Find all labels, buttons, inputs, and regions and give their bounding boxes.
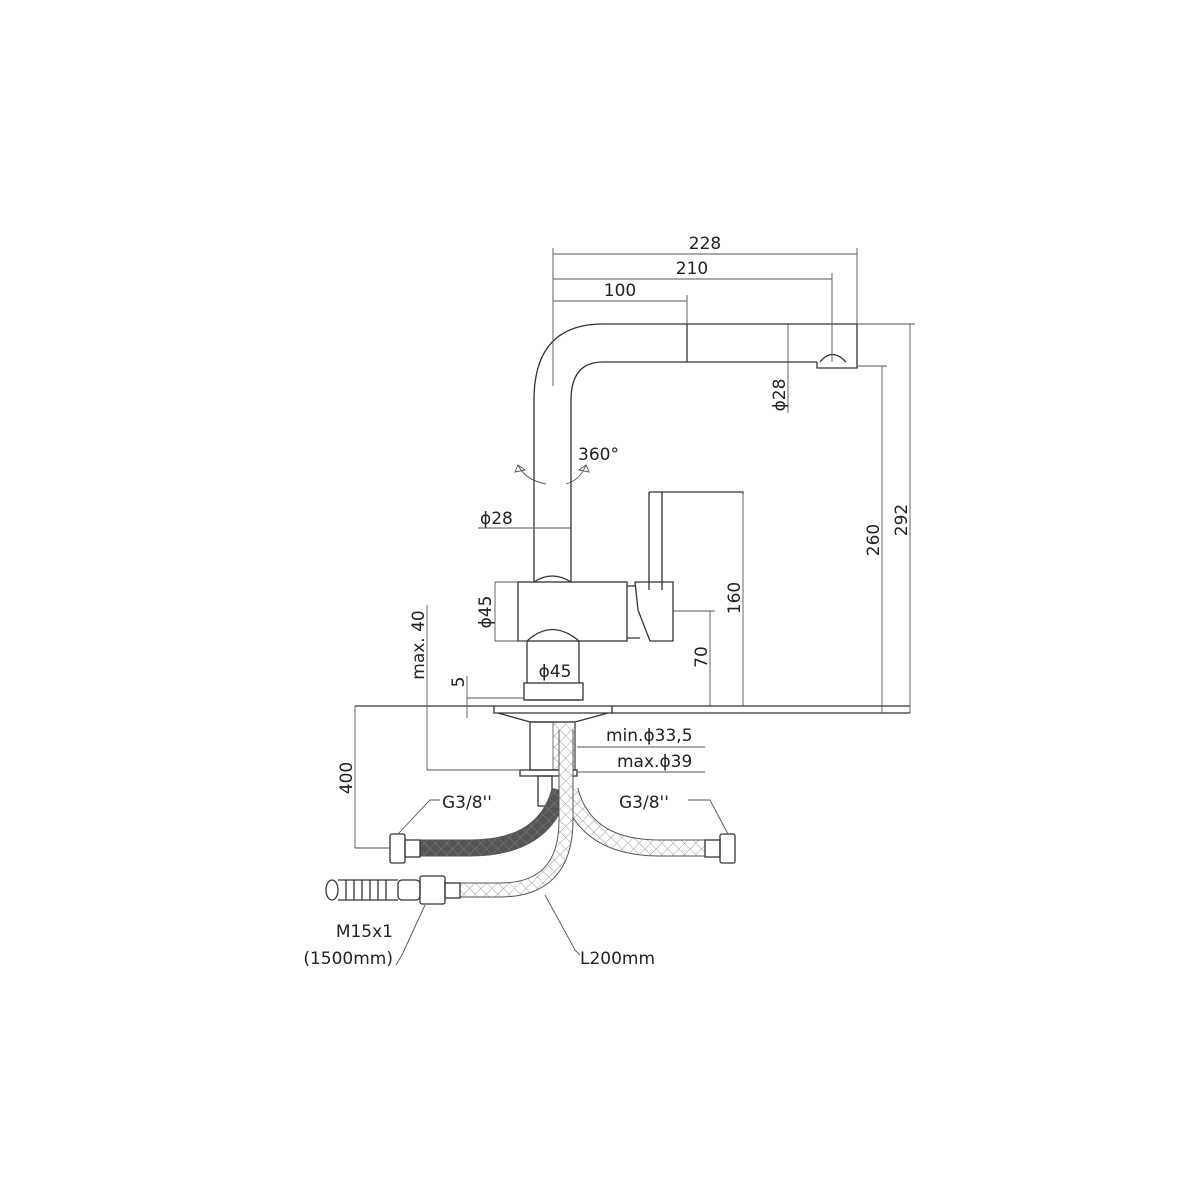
- dim-hole-min: min.ϕ33,5: [606, 726, 693, 746]
- spout: [533, 323, 858, 583]
- lever-handle: [634, 491, 744, 642]
- dim-260: 260: [864, 524, 884, 556]
- rotation-arrow-icon: [514, 464, 590, 485]
- callout-left-connector: G3/8'': [442, 793, 492, 813]
- dim-210: 210: [676, 259, 708, 279]
- supply-hoses: [325, 730, 736, 905]
- dimension-lines: [354, 248, 915, 966]
- callout-shower-length: (1500mm): [303, 949, 393, 969]
- dim-base-dia: ϕ45: [539, 662, 572, 682]
- dim-body-dia: ϕ45: [476, 596, 496, 629]
- shower-spring-icon: [325, 879, 398, 901]
- dim-5: 5: [449, 677, 469, 688]
- dim-rotation: 360°: [578, 445, 619, 465]
- dim-70: 70: [692, 646, 712, 668]
- callout-hose-length: L200mm: [580, 949, 655, 969]
- dim-column-dia: ϕ28: [480, 509, 513, 529]
- callout-right-connector: G3/8'': [619, 793, 669, 813]
- dim-228: 228: [689, 234, 721, 254]
- callout-shower-thread: M15x1: [336, 922, 393, 942]
- dim-max40: max. 40: [409, 610, 429, 679]
- dim-400: 400: [337, 762, 357, 794]
- mixer-body: [517, 581, 640, 701]
- dim-hole-max: max.ϕ39: [617, 752, 692, 772]
- dim-160: 160: [725, 582, 745, 614]
- dimension-labels: 228 210 100 ϕ28 360° ϕ28 ϕ45 ϕ45 160 70 …: [303, 234, 912, 969]
- dim-292: 292: [892, 504, 912, 536]
- dim-spout-dia: ϕ28: [770, 379, 790, 412]
- dim-100: 100: [604, 281, 636, 301]
